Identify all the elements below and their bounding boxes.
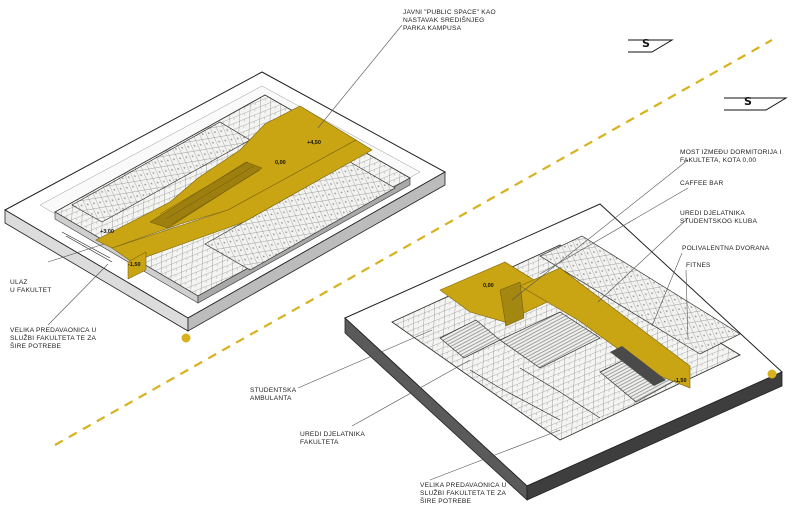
corner-dot — [767, 369, 777, 379]
level-mark: +4,50 — [307, 140, 321, 146]
label-hall: POLIVALENTNA DVORANA — [682, 245, 770, 252]
corner-dot — [181, 333, 191, 343]
label-caffee-bar: CAFFEE BAR — [680, 180, 724, 187]
leader-lines — [47, 24, 689, 481]
label-entrance: ULAZ U FAKULTET — [10, 279, 52, 294]
lower-building — [344, 203, 783, 501]
level-mark: -1,50 — [674, 378, 687, 384]
lower-yellow-plaza — [439, 261, 561, 323]
label-bridge: MOST IZMEĐU DORMITORIJA I FAKULTETA, KOT… — [680, 149, 782, 164]
label-club-offices: UREDI DJELATNIKA STUDENTSKOG KLUBA — [680, 210, 758, 225]
label-lecture-hall-bottom: VELIKA PREDAVAONICA U SLUŽBI FAKULTETA T… — [420, 482, 507, 505]
label-lecture-hall-top: VELIKA PREDAVAONICA U SLUŽBI FAKULTETA T… — [10, 327, 97, 350]
label-public-space: JAVNI "PUBLIC SPACE" KAO NASTAVAK SREDIŠ… — [403, 9, 496, 32]
level-mark: +3,00 — [100, 229, 114, 235]
label-clinic: STUDENTSKA AMBULANTA — [250, 387, 297, 402]
level-mark: -1,50 — [128, 262, 141, 268]
level-mark: 0,00 — [483, 283, 494, 289]
north-arrow-label: S — [642, 37, 650, 50]
label-fitness: FITNES — [686, 262, 711, 269]
upper-building — [3, 71, 447, 332]
label-faculty-offices: UREDI DJELATNIKA FAKULTETA — [300, 431, 365, 446]
north-arrow — [628, 39, 788, 111]
level-mark: 0,00 — [275, 160, 286, 166]
north-arrow-label: S — [744, 95, 752, 108]
